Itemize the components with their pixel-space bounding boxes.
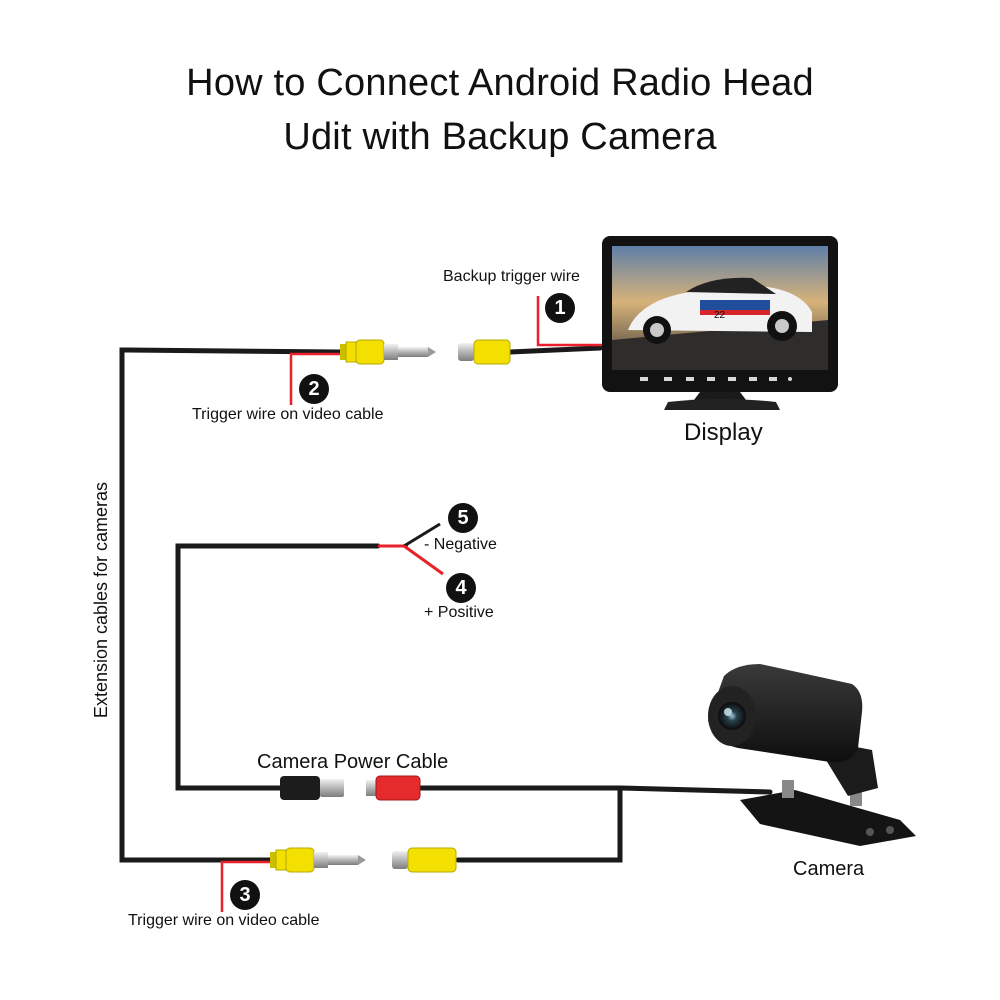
label-display: Display — [684, 419, 763, 446]
camera-device — [708, 664, 916, 846]
step-badge-5: 5 — [448, 503, 478, 533]
step-badge-4: 4 — [446, 573, 476, 603]
label-backup-trigger-wire: Backup trigger wire — [443, 268, 580, 285]
display-car-number: 22 — [714, 310, 726, 321]
extension-cable — [119, 347, 343, 863]
step-badge-2: 2 — [299, 374, 329, 404]
rca-female-top — [458, 339, 511, 365]
step-badge-1: 1 — [545, 293, 575, 323]
label-camera: Camera — [793, 858, 865, 880]
title-line-2: Udit with Backup Camera — [283, 116, 717, 158]
power-connector-red — [366, 775, 421, 801]
power-connector-black — [280, 776, 344, 800]
label-positive: + Positive — [424, 604, 494, 621]
label-trigger-wire-bottom: Trigger wire on video cable — [128, 912, 320, 929]
label-extension-cables: Extension cables for cameras — [91, 481, 111, 719]
power-split — [378, 522, 444, 576]
label-camera-power-cable: Camera Power Cable — [257, 751, 449, 773]
camera-video-cable — [455, 345, 623, 863]
label-trigger-wire-top: Trigger wire on video cable — [192, 406, 384, 423]
trigger-wire-bottom — [220, 860, 272, 912]
rca-female-bottom — [392, 847, 457, 873]
display-monitor — [602, 236, 838, 410]
rca-male-bottom — [270, 847, 366, 873]
label-negative: - Negative — [424, 536, 497, 553]
title-line-1: How to Connect Android Radio Head — [186, 62, 814, 104]
rca-male-top — [340, 339, 436, 365]
trigger-wire-top — [289, 352, 343, 405]
step-badge-3: 3 — [230, 880, 260, 910]
backup-trigger-wire — [536, 296, 602, 347]
